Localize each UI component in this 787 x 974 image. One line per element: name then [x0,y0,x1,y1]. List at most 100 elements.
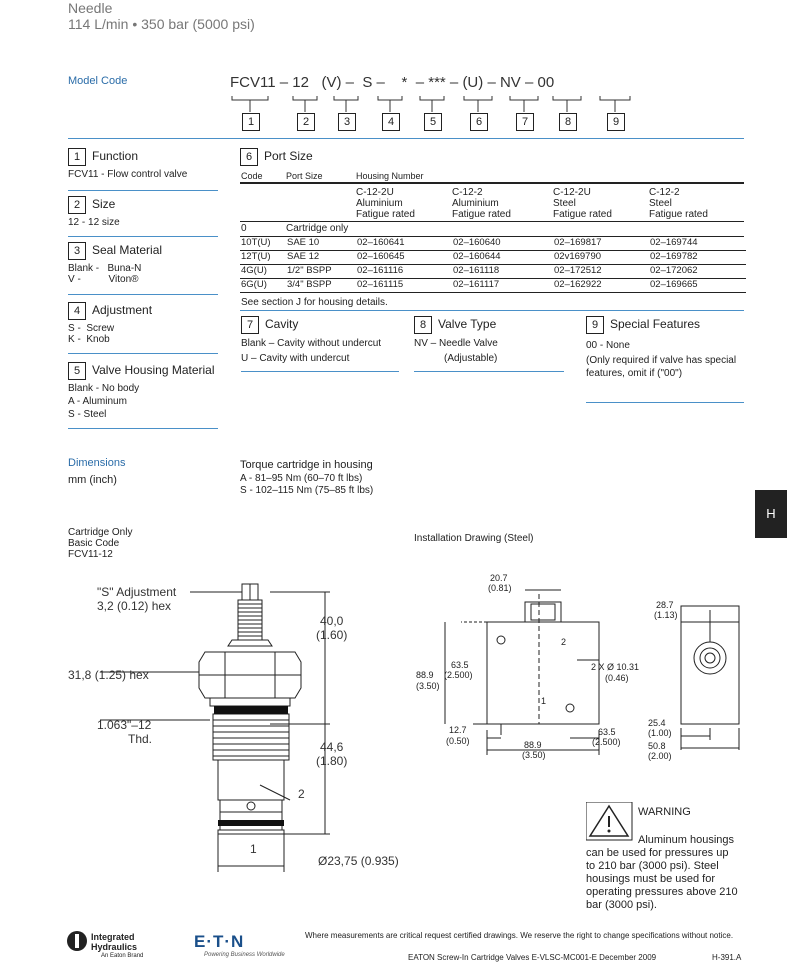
dim-100: (1.00) [648,728,672,738]
table-cell: 02–160644 [453,250,554,265]
torque-a: A - 81–95 Nm (60–70 ft lbs) [240,473,363,484]
dim-889: 88.9 [416,670,434,680]
table-cell: 1/2" BSPP [287,264,357,279]
dim-bottom: 44,6 [320,740,344,754]
model-num-3: 3 [338,112,362,131]
table-cell: 3/4" BSPP [287,278,357,293]
col-code: Code [241,171,263,181]
torque-title: Torque cartridge in housing [240,459,373,471]
dimensions-units: mm (inch) [68,474,117,486]
product-title: Needle [68,0,113,16]
table-cell: 02–172062 [650,264,746,279]
table-cell: 12T(U) [240,250,287,265]
dim-889b: 88.9 [524,740,542,750]
thread-sub: Thd. [128,732,153,746]
dim-2500: (2.500) [444,670,473,680]
col-port: Port Size [286,171,323,181]
dim-207: 20.7 [490,573,508,583]
model-code-brackets [231,96,631,112]
dim-287: 28.7 [656,600,674,610]
dim-2x: 2 X Ø 10.31 [591,662,640,672]
dim-635: 63.5 [451,660,469,670]
table-cell: 02–160640 [453,237,554,251]
install-title: Installation Drawing (Steel) [414,533,534,544]
thread-label: 1.063"–12 [97,718,152,732]
table-cell: 02–172512 [554,264,650,279]
model-num-8: 8 [559,112,583,131]
port-2-label: 2 [298,787,305,801]
table-cell: SAE 12 [287,250,357,265]
eaton-logo: E·T·N [194,932,245,951]
warning-title: WARNING [638,806,691,818]
dim-081: (0.81) [488,583,512,593]
model-code-string: FCV11 – 12 (V) – S – * – *** – (U) – NV … [230,74,555,91]
table-cell: 4G(U) [240,264,287,279]
install-port-1: 1 [541,696,547,706]
dim-127: 12.7 [449,725,467,735]
section-tab[interactable]: H [755,490,787,538]
table-cell: 02–160645 [357,250,453,265]
cartridge-row-label: Cartridge only [286,223,349,234]
dim-bottom-in: (1.80) [316,754,348,768]
table-cell: 02–169744 [650,237,746,251]
cartridge-row-code: 0 [241,223,247,234]
model-num-6: 6 [470,112,494,131]
table-cell: 02–169782 [650,250,746,265]
model-num-4: 4 [382,112,406,131]
model-num-2: 2 [297,112,321,131]
install-port-2: 2 [561,637,567,647]
port-size-note: See section J for housing details. [241,297,388,308]
hex-label: 31,8 (1.25) hex [68,668,149,682]
dim-050: (0.50) [446,736,470,746]
table-cell: 02–160641 [357,237,453,251]
warning-icon [586,802,633,841]
page-number: H-391.A [712,953,742,962]
table-cell: 02–162922 [554,278,650,293]
dim-046: (0.46) [605,673,629,683]
eaton-tagline: Powering Business Worldwide [204,952,285,958]
table-cell: 02v169790 [554,250,650,265]
model-num-9: 9 [607,112,631,131]
table-cell: 02–169665 [650,278,746,293]
model-num-5: 5 [424,112,448,131]
dim-113: (1.13) [654,610,678,620]
model-num-7: 7 [516,112,540,131]
dim-350: (3.50) [416,681,440,691]
dim-top-in: (1.60) [316,628,348,642]
adj-value: 3,2 (0.12) hex [97,599,172,613]
brand-eaton-brand: An Eaton Brand [101,953,144,959]
table-cell: SAE 10 [287,237,357,251]
port-1-label: 1 [250,842,257,856]
installation-drawing [444,589,740,755]
table-cell: 02–161116 [357,264,453,279]
catalog-ref: EATON Screw-In Cartridge Valves E-VLSC-M… [408,953,657,962]
table-cell: 10T(U) [240,237,287,251]
divider [68,138,744,139]
col-housing: Housing Number [356,171,424,181]
adj-label: "S" Adjustment [97,585,177,599]
brand-hydraulics: Hydraulics [91,942,138,952]
dim-508: 50.8 [648,741,666,751]
table-cell: 6G(U) [240,278,287,293]
table-cell: 02–161115 [357,278,453,293]
dim-200: (2.00) [648,751,672,761]
product-subtitle: 114 L/min • 350 bar (5000 psi) [68,16,255,32]
dim-254: 25.4 [648,718,666,728]
diameter-label: Ø23,75 (0.935) [318,854,399,868]
